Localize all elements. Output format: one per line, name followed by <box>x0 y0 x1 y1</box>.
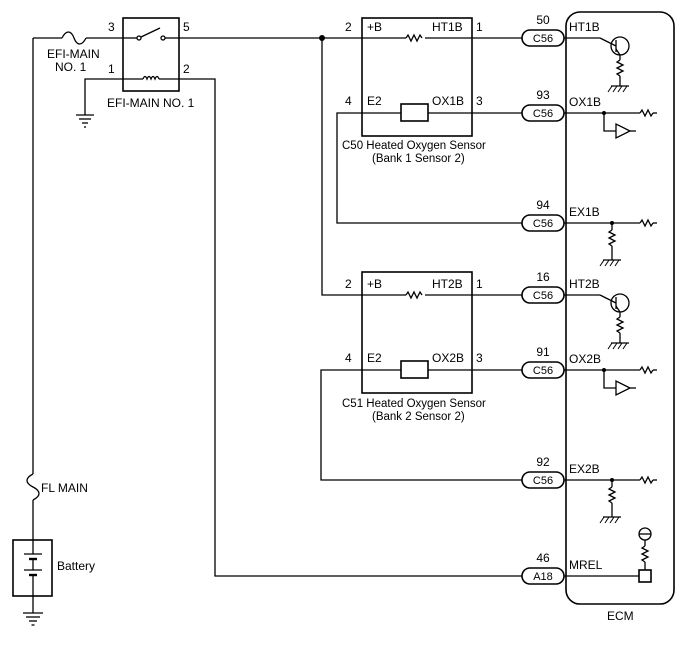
svg-text:C56: C56 <box>533 218 553 230</box>
fl-main-fuse-icon <box>26 473 40 501</box>
ecm-terminal-mrel: A18 46 <box>521 551 565 585</box>
ecm-signal-ex1b: EX1B <box>569 205 600 219</box>
relay-coil-icon <box>123 75 179 81</box>
relay-coil-ground-wire <box>84 78 123 115</box>
ex2b-ground-icon <box>564 475 657 524</box>
ecm-signal-ex2b: EX2B <box>569 462 600 476</box>
ecm-box <box>565 11 675 605</box>
efi-main-fuse-icon <box>61 31 87 45</box>
ht1b-transistor-icon <box>564 36 630 93</box>
terminal-pin-number: 50 <box>536 13 550 27</box>
relay-pin-3: 3 <box>108 20 115 34</box>
sensor2-box <box>361 271 473 394</box>
relay-switch-icon <box>123 27 179 41</box>
sensor1-e2-label: E2 <box>367 94 382 108</box>
sensor2-ht-label: HT2B <box>432 277 463 291</box>
svg-text:C56: C56 <box>533 365 553 377</box>
ex1b-ground-icon <box>564 218 657 267</box>
relay-pin-1: 1 <box>108 62 115 76</box>
ox1b-comparator-icon <box>564 108 657 140</box>
sensor2-ex-wire <box>320 369 522 481</box>
ecm-signal-mrel: MREL <box>569 558 603 572</box>
sensor1-element-icon <box>400 103 429 122</box>
ecm-terminal-ox1b: C56 93 <box>521 88 565 122</box>
sensor1-ex-wire <box>336 112 522 224</box>
sensor1-name-1: C50 Heated Oxygen Sensor <box>342 140 486 152</box>
sensor2-e2-label: E2 <box>367 351 382 365</box>
branch-to-sensor2-wire <box>321 38 344 296</box>
battery-ground-icon <box>23 612 43 626</box>
sensor2-pin-e2: 4 <box>345 351 352 365</box>
terminal-pin-number: 16 <box>536 270 550 284</box>
svg-text:C56: C56 <box>533 475 553 487</box>
svg-text:C56: C56 <box>533 290 553 302</box>
terminal-pin-number: 46 <box>536 551 550 565</box>
ecm-signal-ox2b: OX2B <box>569 352 601 366</box>
svg-text:C56: C56 <box>533 108 553 120</box>
terminal-pin-number: 92 <box>536 455 550 469</box>
ecm-terminal-ex2b: C56 92 <box>521 455 565 489</box>
sensor1-plus-b-label: +B <box>367 20 382 34</box>
svg-text:A18: A18 <box>533 571 553 583</box>
ecm-terminal-ox2b: C56 91 <box>521 345 565 379</box>
ecm-terminal-ht2b: C56 16 <box>521 270 565 304</box>
ecm-signal-ox1b: OX1B <box>569 95 601 109</box>
mrel-driver-icon <box>564 527 652 583</box>
sensor2-element-icon <box>400 360 429 379</box>
ecm-signal-ht2b: HT2B <box>569 277 600 291</box>
sensor2-ox-label: OX2B <box>432 351 464 365</box>
terminal-pin-number: 91 <box>536 345 550 359</box>
terminal-pin-number: 94 <box>536 198 550 212</box>
efi-main-fuse-label-2: NO. 1 <box>55 60 87 74</box>
efi-main-fuse-label-1: EFI-MAIN <box>47 47 100 61</box>
ecm-label: ECM <box>607 609 634 623</box>
relay-pin-5: 5 <box>183 20 190 34</box>
sensor2-name-1: C51 Heated Oxygen Sensor <box>342 398 486 410</box>
sensor1-ox-label: OX1B <box>432 94 464 108</box>
sensor1-pin-ht: 1 <box>476 20 483 34</box>
ecm-terminal-ht1b: C56 50 <box>521 13 565 47</box>
ecm-signal-ht1b: HT1B <box>569 20 600 34</box>
mrel-wire <box>179 78 522 577</box>
sensor2-pin-ox: 3 <box>476 351 483 365</box>
sensor1-heater-icon <box>405 33 423 43</box>
relay-name: EFI-MAIN NO. 1 <box>107 96 195 110</box>
efi-main-relay-box <box>122 17 180 92</box>
sensor1-pin-ox: 3 <box>476 94 483 108</box>
sensor1-ht-label: HT1B <box>432 20 463 34</box>
sensor2-pin-plus: 2 <box>345 277 352 291</box>
ox2b-comparator-icon <box>564 365 657 397</box>
sensor2-pin-ht: 1 <box>476 277 483 291</box>
sensor1-pin-e2: 4 <box>345 94 352 108</box>
relay-ground-icon <box>76 114 94 128</box>
terminal-pin-number: 93 <box>536 88 550 102</box>
ecm-terminal-ex1b: C56 94 <box>521 198 565 232</box>
sensor1-box <box>361 17 473 137</box>
sensor2-heater-icon <box>405 290 423 300</box>
battery-label: Battery <box>57 559 95 573</box>
fl-main-fuse-label: FL MAIN <box>41 481 88 495</box>
sensor2-name-2: (Bank 2 Sensor 2) <box>372 411 465 423</box>
relay-pin-2: 2 <box>183 62 190 76</box>
sensor1-name-2: (Bank 1 Sensor 2) <box>372 153 465 165</box>
ht2b-transistor-icon <box>564 293 630 350</box>
battery-icon <box>24 540 42 596</box>
sensor1-pin-plus: 2 <box>345 20 352 34</box>
sensor2-plus-b-label: +B <box>367 277 382 291</box>
svg-text:C56: C56 <box>533 33 553 45</box>
